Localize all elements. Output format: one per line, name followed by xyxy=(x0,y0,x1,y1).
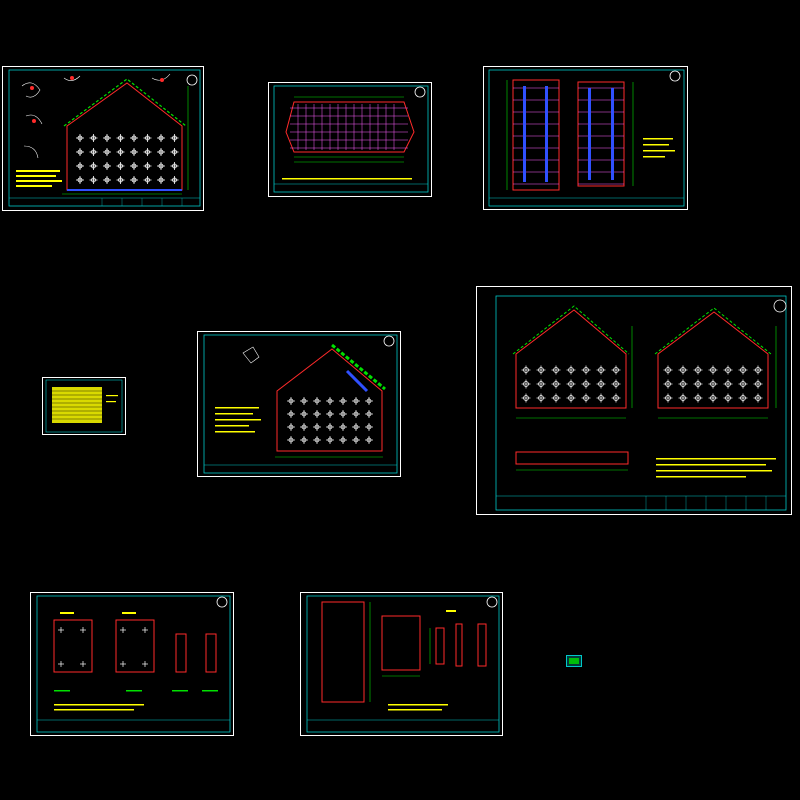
sheet-graphic xyxy=(476,286,792,515)
sheet-graphic xyxy=(2,66,204,211)
drawing-sheet-detail-a[interactable] xyxy=(30,592,234,736)
sheet-graphic xyxy=(30,592,234,736)
sheet-graphic xyxy=(42,377,126,435)
drawing-sheet-pile-plan-2[interactable] xyxy=(197,331,401,477)
sheet-graphic xyxy=(197,331,401,477)
sheet-graphic xyxy=(483,66,688,210)
sheet-graphic xyxy=(566,655,582,667)
sheet-graphic xyxy=(300,592,503,736)
drawing-sheet-pile-plan-1[interactable] xyxy=(2,66,204,211)
drawing-sheet-cap-layout-pair[interactable] xyxy=(476,286,792,515)
drawing-sheet-reinforcement-section[interactable] xyxy=(483,66,688,210)
drawing-sheet-detail-b[interactable] xyxy=(300,592,503,736)
drawing-thumbnail[interactable] xyxy=(566,655,582,667)
sheet-graphic xyxy=(268,82,432,197)
drawing-sheet-beam-elevation[interactable] xyxy=(268,82,432,197)
drawing-sheet-index-table[interactable] xyxy=(42,377,126,435)
